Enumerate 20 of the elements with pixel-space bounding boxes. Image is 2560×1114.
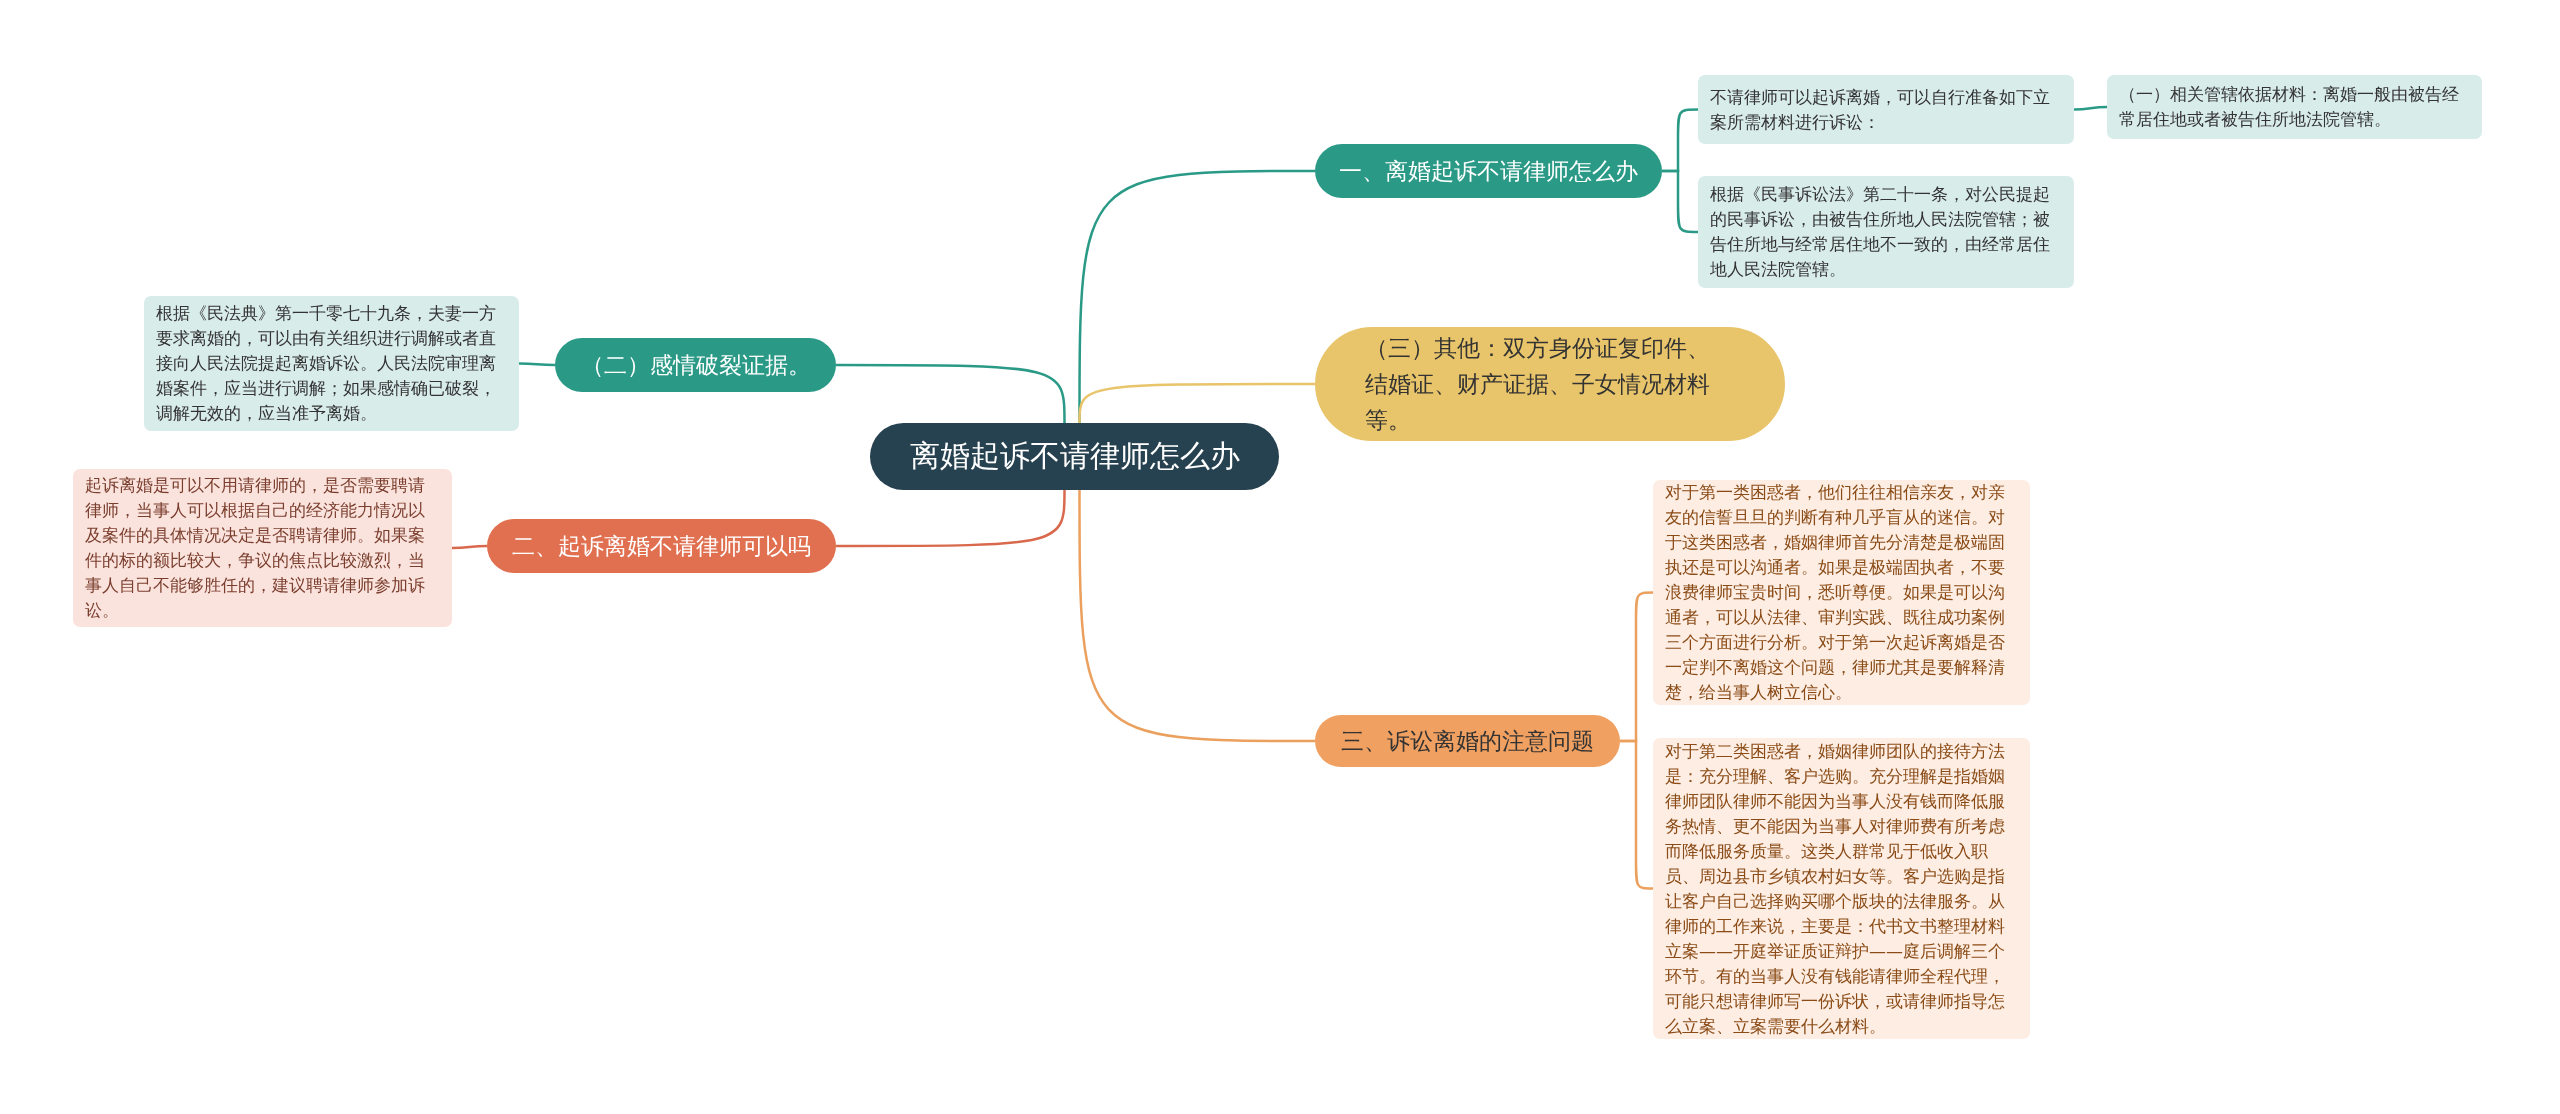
- note-box: 对于第一类困惑者，他们往往相信亲友，对亲友的信誓旦旦的判断有种几乎盲从的迷信。对于这类困惑者，婚姻律师首先分清楚是极端固执还是可以沟通者。如果是极端固执者，不要浪费律师宝贵时间，悉听尊便。如果是可以沟通者，可以从法律、审判实践、既往成功案例三个方面进行分析。对于第一次起诉离婚是否一定判不离婚这个问题，律师尤其是要解释清楚，给当事人树立信心。: [1653, 480, 2030, 705]
- branch-topic: 三、诉讼离婚的注意问题: [1315, 715, 1620, 767]
- branch-topic: 一、离婚起诉不请律师怎么办: [1315, 144, 1662, 198]
- note-box: 对于第二类困惑者，婚姻律师团队的接待方法是：充分理解、客户选购。充分理解是指婚姻律师团队律师不能因为当事人没有钱而降低服务热情、更不能因为当事人对律师费有所考虑而降低服务质量。这类人群常见于低收入职员、周边县市乡镇农村妇女等。客户选购是指让客户自己选择购买哪个版块的法律服务。从律师的工作来说，主要是：代书文书整理材料立案——开庭举证质证辩护——庭后调解三个环节。有的当事人没有钱能请律师全程代理，可能只想请律师写一份诉状，或请律师指导怎么立案、立案需要什么材料。: [1653, 738, 2030, 1039]
- connector-line: [1078, 490, 1315, 743]
- note-box: 根据《民法典》第一千零七十九条，夫妻一方要求离婚的，可以由有关组织进行调解或者直接向人民法院提起离婚诉讼。人民法院审理离婚案件，应当进行调解；如果感情确已破裂，调解无效的，应当准予离婚。: [144, 296, 519, 431]
- branch-topic: 二、起诉离婚不请律师可以吗: [487, 519, 836, 573]
- connector-line: [1078, 382, 1315, 424]
- central-topic: 离婚起诉不请律师怎么办: [870, 423, 1279, 490]
- note-box: 根据《民事诉讼法》第二十一条，对公民提起的民事诉讼，由被告住所地人民法院管辖；被告住所地与经常居住地不一致的，由经常居住地人民法院管辖。: [1698, 176, 2074, 288]
- note-box: 起诉离婚是可以不用请律师的，是否需要聘请律师，当事人可以根据自己的经济能力情况以及案件的具体情况决定是否聘请律师。如果案件的标的额比较大，争议的焦点比较激烈，当事人自己不能够胜任的，建议聘请律师参加诉讼。: [73, 469, 452, 627]
- connector-line: [452, 544, 487, 550]
- note-box: （一）相关管辖依据材料：离婚一般由被告经常居住地或者被告住所地法院管辖。: [2107, 75, 2482, 139]
- branch-topic: （二）感情破裂证据。: [555, 338, 836, 392]
- branch-topic: （三）其他：双方身份证复印件、结婚证、财产证据、子女情况材料等。: [1315, 327, 1785, 441]
- note-box: 不请律师可以起诉离婚，可以自行准备如下立案所需材料进行诉讼：: [1698, 75, 2074, 144]
- connector-line: [836, 363, 1066, 423]
- connector-line: [519, 362, 555, 367]
- connector-line: [836, 490, 1066, 548]
- connector-line: [2074, 105, 2107, 111]
